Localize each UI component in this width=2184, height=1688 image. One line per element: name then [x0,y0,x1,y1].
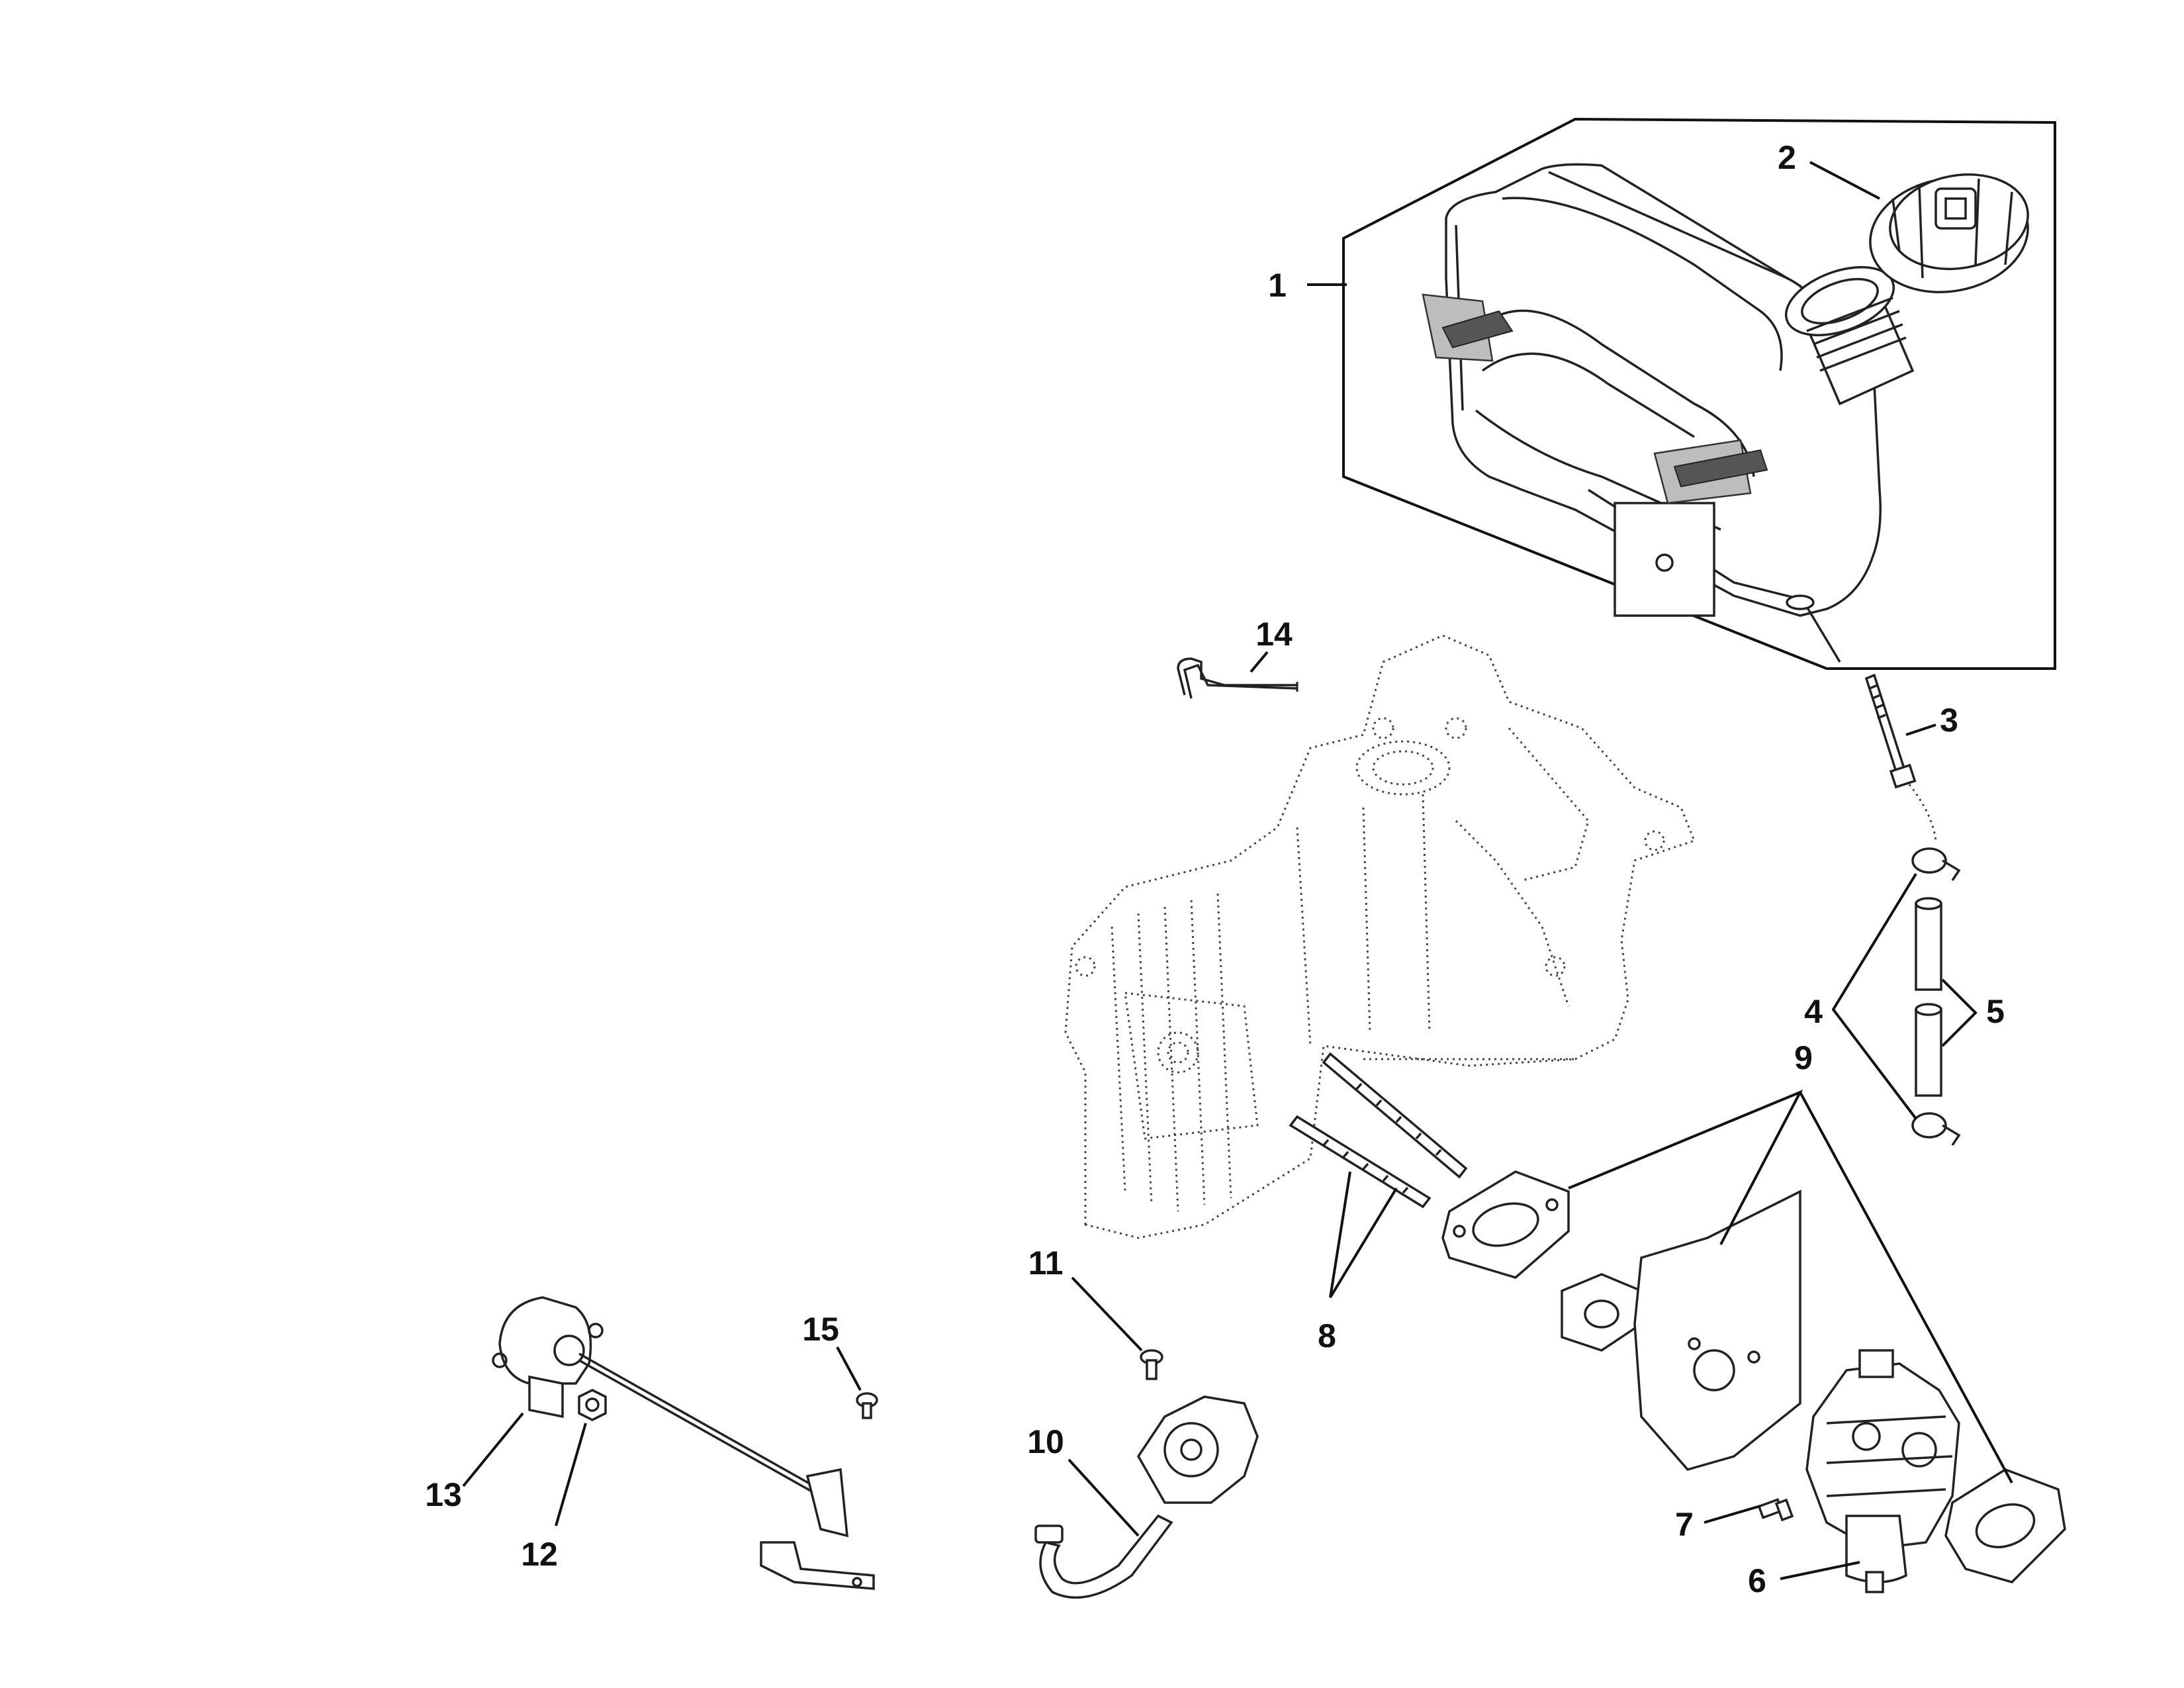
callout-2: 2 [1778,139,1796,176]
bolt-icon [1864,673,1917,789]
leader-13 [462,1412,524,1487]
governor-icon [492,1296,875,1590]
gasket-icon [1441,1170,2066,1583]
bolt-group: 3 [1864,673,1958,841]
callout-10: 10 [1027,1423,1064,1460]
callout-7: 7 [1675,1506,1694,1543]
screw-icon [1140,1349,1163,1380]
callout-13: 13 [425,1476,462,1513]
fuel-pump-icon [1034,1395,1259,1599]
leader-8 [1329,1171,1398,1299]
leader-5 [1941,978,1978,1047]
carburetor-icon [1805,1349,1960,1593]
fuel-pump-group: 10 [1027,1395,1259,1599]
callout-9: 9 [1794,1039,1813,1076]
callout-6: 6 [1748,1562,1766,1599]
rod-icon [1177,657,1298,699]
leader-10 [1068,1458,1140,1537]
fuel-cap-group: 2 [1778,139,2029,294]
callout-3: 3 [1940,702,1958,739]
callout-15: 15 [802,1311,839,1348]
leader-6 [1780,1561,1860,1580]
rod-group: 14 [1177,616,1298,699]
stud-icon [1289,1052,1468,1209]
governor-group: 13 12 [425,1296,875,1590]
fuel-cap-icon [1869,173,2029,294]
callout-1: 1 [1268,267,1287,304]
leader-2 [1809,161,1880,200]
fuel-tank-frame [1342,117,2056,670]
fuel-tank-group: 1 [1268,117,2056,670]
leader-7 [1704,1505,1761,1524]
stud-group: 8 [1289,1052,1468,1354]
nut-icon [578,1389,607,1421]
leader-15 [836,1346,862,1391]
fuel-line-group: 4 5 [1804,847,2005,1146]
leader-4 [1831,872,1917,1120]
callout-8: 8 [1318,1317,1336,1354]
callout-11: 11 [1028,1244,1064,1282]
leader-12 [555,1423,587,1526]
fuel-tank-icon [1422,163,1915,663]
screw-11-group: 11 [1028,1244,1163,1380]
screw-icon [856,1392,878,1419]
leader-14 [1250,651,1269,673]
drain-screw-group: 7 [1675,1498,1794,1543]
fuel-line-icon [1915,897,1942,1097]
screw-15-group: 15 [802,1311,878,1419]
carburetor-group: 6 [1748,1349,1960,1599]
gasket-group: 9 [1441,1039,2066,1583]
callout-5: 5 [1986,993,2005,1030]
hose-clamp-icon [1911,847,1961,1146]
drain-screw-icon [1757,1498,1794,1522]
engine-block-icon [1064,634,1696,1239]
leader-11 [1071,1276,1143,1352]
assembly-path-3 [1908,784,1937,841]
callout-4: 4 [1804,993,1823,1030]
callout-14: 14 [1255,616,1293,653]
callout-12: 12 [521,1536,558,1573]
leader-9b [1799,1092,2013,1483]
leader-3 [1905,724,1936,736]
